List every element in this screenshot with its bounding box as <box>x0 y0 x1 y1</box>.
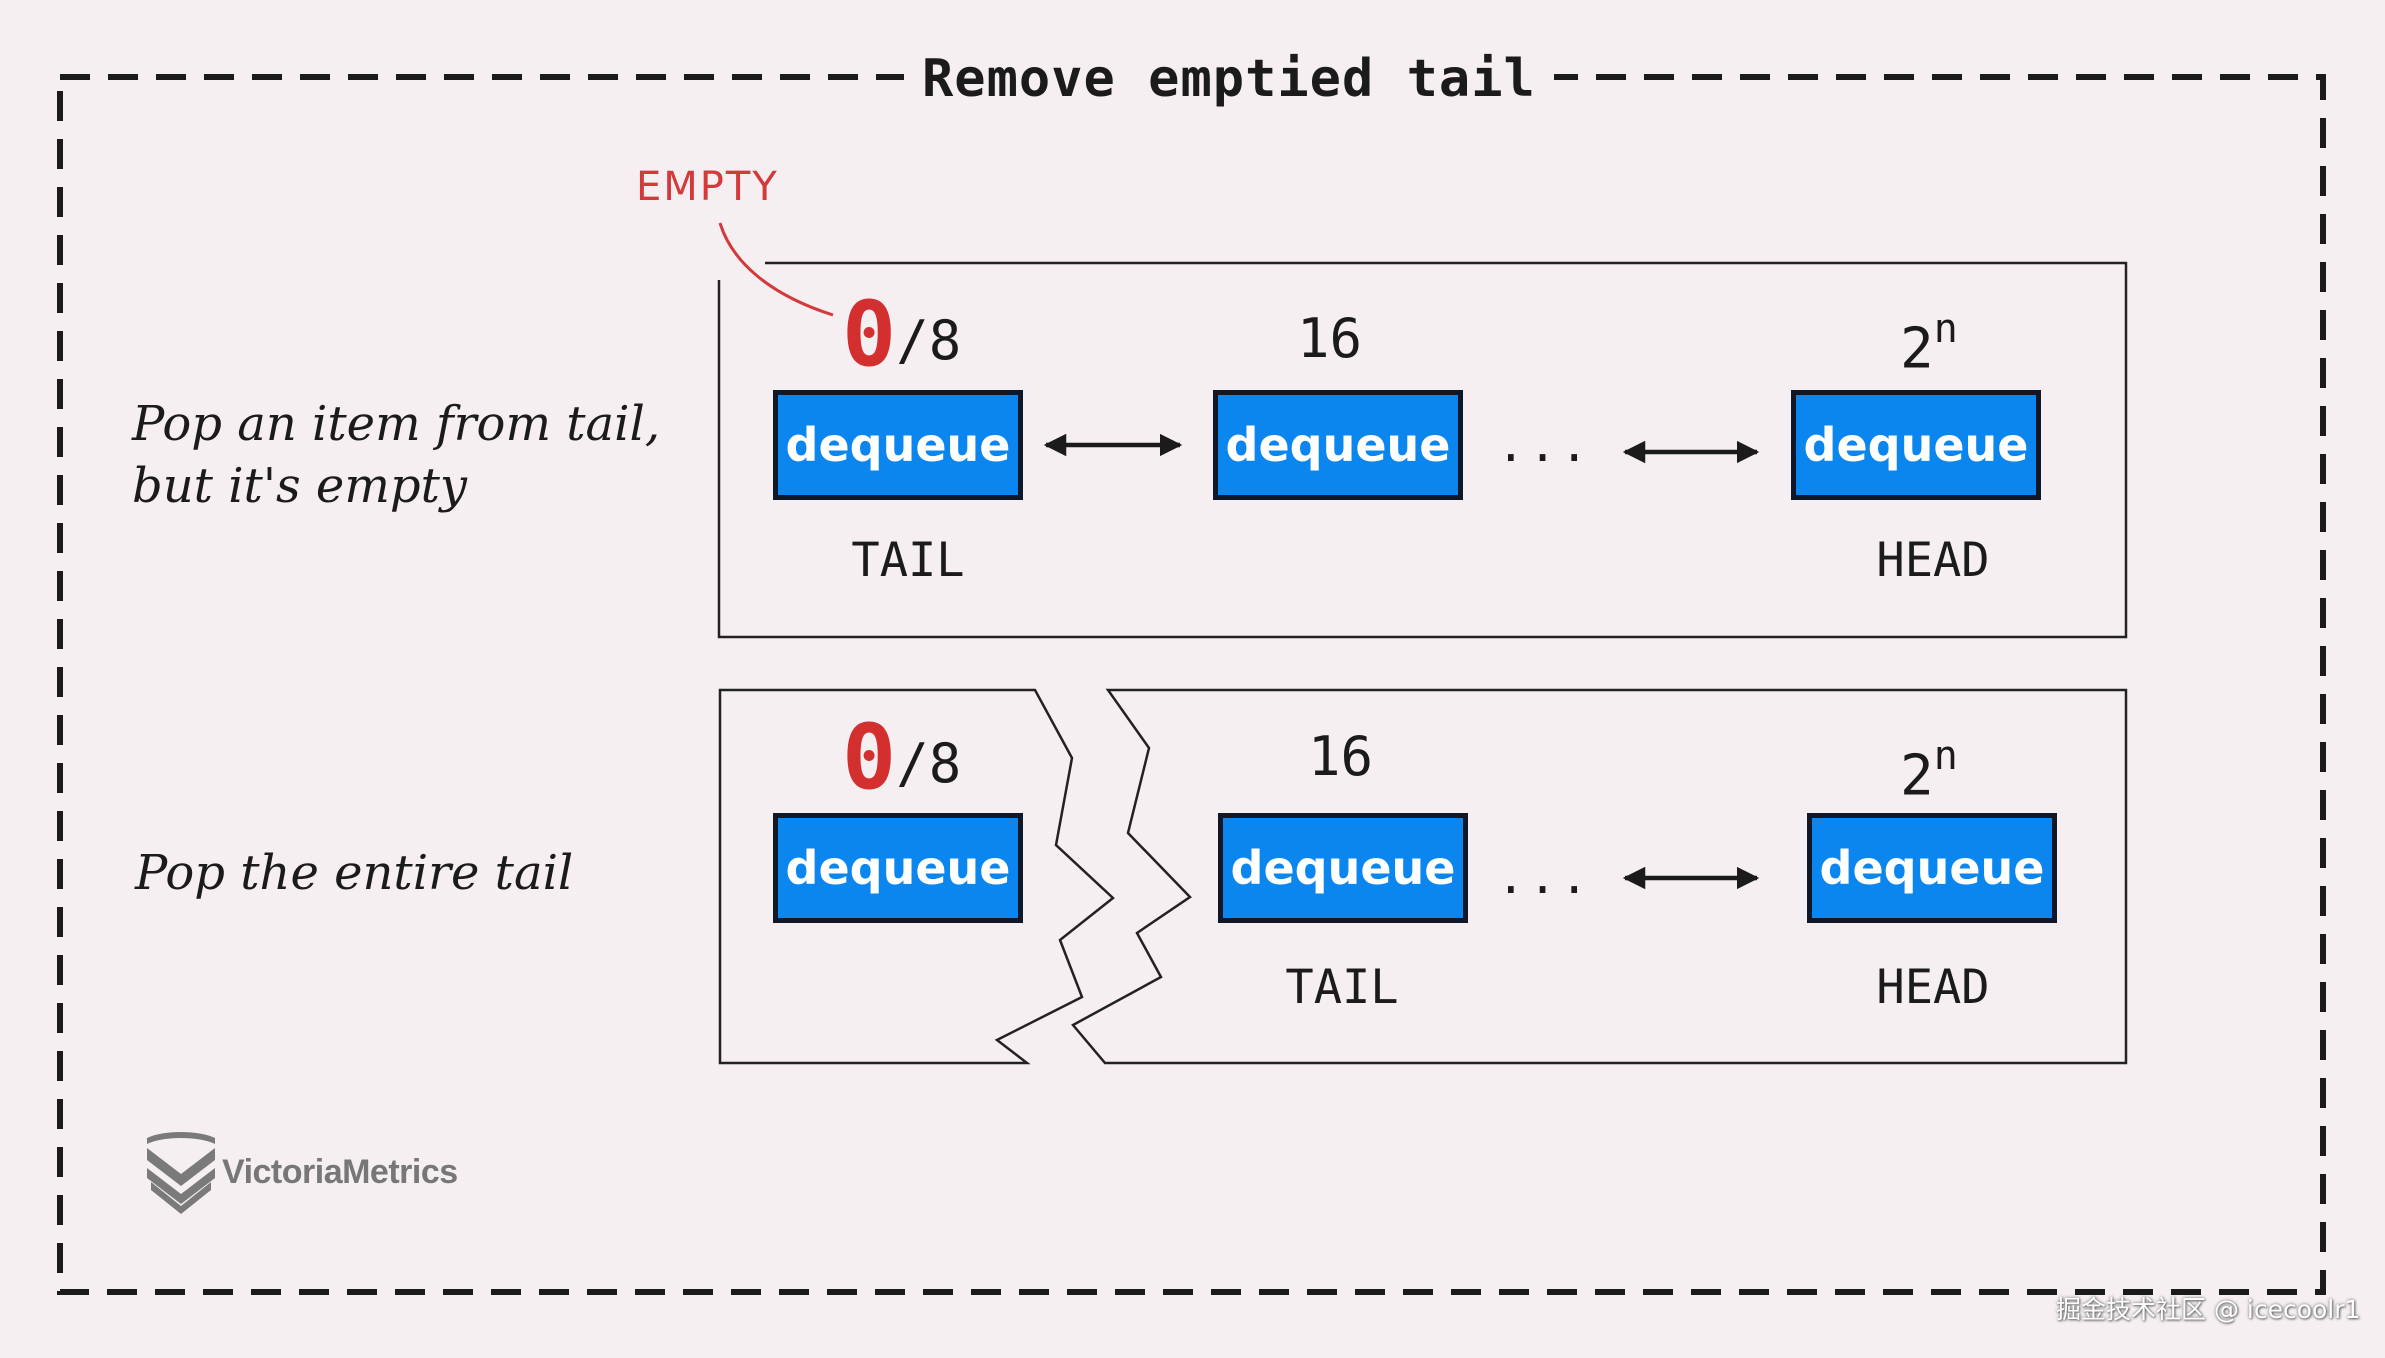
empty-annotation-line <box>718 222 834 317</box>
row-1-dequeue-3: dequeue <box>1791 390 2041 500</box>
watermark: 掘金技术社区 @ icecoolr1 <box>2056 1295 2361 1324</box>
row-2-node-1-fill: 0/8 <box>842 713 962 804</box>
row-2-dequeue-1: dequeue <box>773 813 1023 923</box>
row-1-node-1-capacity: /8 <box>896 309 962 372</box>
diagram-title: Remove emptied tail <box>904 44 1554 114</box>
row-2-dequeue-3: dequeue <box>1807 813 2057 923</box>
row-1-ellipsis: ... <box>1497 418 1593 472</box>
row-2-caption: Pop the entire tail <box>135 845 574 901</box>
row-1-node-3-size: 2n <box>1900 300 1958 385</box>
row-1-head-label: HEAD <box>1876 533 1990 588</box>
row-2-node-3-size: 2n <box>1900 727 1958 812</box>
bottom-panel-right-piece <box>1071 688 2128 1065</box>
row-2-node-1-count: 0 <box>842 705 897 810</box>
row-1-node-1-fill: 0/8 <box>842 290 962 381</box>
row-2-ellipsis: ... <box>1497 850 1593 904</box>
bottom-panel-left-piece <box>718 688 1115 1065</box>
row-1-node-3-exp: n <box>1933 306 1958 352</box>
row-1-tail-label: TAIL <box>851 533 965 588</box>
row-1-dequeue-1: dequeue <box>773 390 1023 500</box>
top-panel-border <box>717 261 2128 639</box>
row-2-node-1-capacity: /8 <box>896 732 962 795</box>
row-1-node-1-count: 0 <box>842 282 897 387</box>
victoriametrics-logo-icon <box>147 1132 215 1214</box>
row-1-node-3-base: 2 <box>1900 316 1934 382</box>
empty-annotation: EMPTY <box>636 164 779 210</box>
logo-text: VictoriaMetrics <box>222 1153 458 1191</box>
row-2-node-3-exp: n <box>1933 733 1958 779</box>
row-2-node-2-count: 16 <box>1308 725 1374 788</box>
row-2-head-label: HEAD <box>1876 960 1990 1015</box>
row-1-caption-line-1: Pop an item from tail, <box>132 396 661 452</box>
row-2-dequeue-2: dequeue <box>1218 813 1468 923</box>
row-1-caption-line-2: but it's empty <box>132 458 467 514</box>
outer-dashed-frame <box>57 74 2326 1295</box>
row-2-tail-label: TAIL <box>1285 960 1399 1015</box>
row-1-dequeue-2: dequeue <box>1213 390 1463 500</box>
row-2-node-3-base: 2 <box>1900 743 1934 809</box>
row-1-node-2-count: 16 <box>1297 307 1363 370</box>
